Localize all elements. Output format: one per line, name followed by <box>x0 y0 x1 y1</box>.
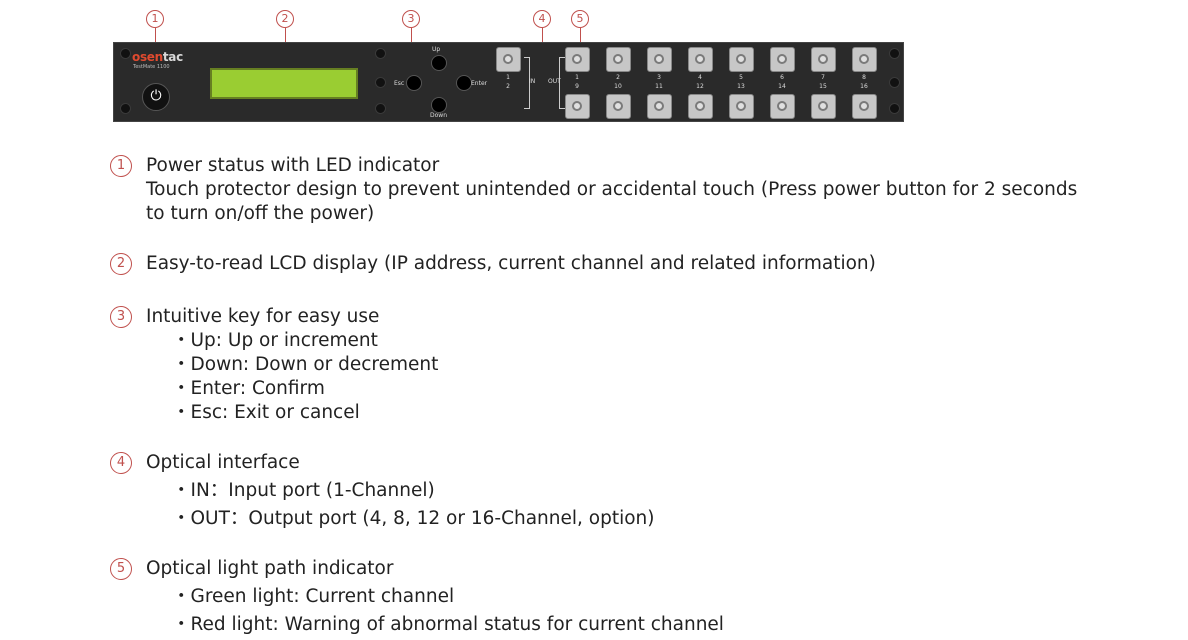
enter-key-label: Enter <box>471 80 488 87</box>
callout-1: 1 <box>146 10 164 28</box>
section-title: Optical interface <box>146 452 300 473</box>
out-port-number: 16 <box>860 83 868 90</box>
in-port[interactable] <box>496 47 521 72</box>
screw-icon <box>120 103 131 114</box>
out-port[interactable] <box>606 47 631 72</box>
screw-icon <box>889 77 900 88</box>
bullet-item: ・Up: Up or increment <box>172 330 378 351</box>
in-port-number: 1 <box>506 74 510 81</box>
in-bracket <box>524 57 530 109</box>
out-port[interactable] <box>565 47 590 72</box>
out-port[interactable] <box>770 94 795 119</box>
screw-icon <box>889 103 900 114</box>
esc-key[interactable] <box>406 75 422 91</box>
out-port[interactable] <box>688 94 713 119</box>
bullet-item: ・OUT：Output port (4, 8, 12 or 16-Channel… <box>172 508 655 529</box>
lcd-display <box>210 68 358 99</box>
section-number: 3 <box>110 306 132 328</box>
screw-icon <box>889 48 900 59</box>
out-port[interactable] <box>729 47 754 72</box>
section-title: Optical light path indicator <box>146 558 394 579</box>
device-front-panel: osentac TestMate 1100 ⏻ Up Esc Enter Dow… <box>113 42 904 122</box>
in-label: IN <box>529 78 536 85</box>
callout-4: 4 <box>533 10 551 28</box>
section-title: Intuitive key for easy use <box>146 306 380 327</box>
down-key[interactable] <box>431 97 447 113</box>
up-key-label: Up <box>432 46 441 53</box>
out-port-number: 15 <box>819 83 827 90</box>
out-port-number: 13 <box>737 83 745 90</box>
out-port-number: 9 <box>575 83 579 90</box>
section-title: Easy-to-read LCD display (IP address, cu… <box>146 253 876 274</box>
screw-icon <box>120 48 131 59</box>
section-number: 2 <box>110 253 132 275</box>
out-port[interactable] <box>811 94 836 119</box>
screw-icon <box>375 48 386 59</box>
brand-logo: osentac <box>132 50 183 64</box>
out-port[interactable] <box>565 94 590 119</box>
out-port-number: 14 <box>778 83 786 90</box>
brand-prefix: osen <box>132 50 163 64</box>
callout-2: 2 <box>276 10 294 28</box>
out-port[interactable] <box>852 47 877 72</box>
out-port-number: 5 <box>739 74 743 81</box>
out-port-number: 12 <box>696 83 704 90</box>
bullet-item: ・Red light: Warning of abnormal status f… <box>172 614 724 635</box>
section-line: Touch protector design to prevent uninte… <box>146 179 1078 200</box>
out-port[interactable] <box>606 94 631 119</box>
out-port-number: 1 <box>575 74 579 81</box>
out-port[interactable] <box>729 94 754 119</box>
out-port-number: 3 <box>657 74 661 81</box>
callout-5: 5 <box>571 10 589 28</box>
power-icon: ⏻ <box>150 88 162 104</box>
esc-key-label: Esc <box>394 80 405 87</box>
bullet-item: ・Down: Down or decrement <box>172 354 439 375</box>
up-key[interactable] <box>431 55 447 71</box>
out-port-number: 6 <box>780 74 784 81</box>
screw-icon <box>375 103 386 114</box>
out-port-number: 4 <box>698 74 702 81</box>
out-bracket <box>559 57 565 109</box>
brand-suffix: tac <box>162 50 183 64</box>
out-port[interactable] <box>647 94 672 119</box>
down-key-label: Down <box>430 112 448 119</box>
section-number: 1 <box>110 155 132 177</box>
bullet-item: ・Green light: Current channel <box>172 586 455 607</box>
out-label: OUT <box>548 78 561 85</box>
out-port[interactable] <box>852 94 877 119</box>
out-port-number: 11 <box>655 83 663 90</box>
screw-icon <box>375 77 386 88</box>
out-port-number: 8 <box>862 74 866 81</box>
section-number: 4 <box>110 452 132 474</box>
out-port[interactable] <box>688 47 713 72</box>
bullet-item: ・IN：Input port (1-Channel) <box>172 480 435 501</box>
out-port-number: 10 <box>614 83 622 90</box>
out-port-number: 2 <box>616 74 620 81</box>
bullet-item: ・Esc: Exit or cancel <box>172 402 360 423</box>
callout-5-leader <box>580 28 581 52</box>
in-port-number: 2 <box>506 83 510 90</box>
section-title: Power status with LED indicator <box>146 155 440 176</box>
out-port[interactable] <box>647 47 672 72</box>
section-line: to turn on/off the power) <box>146 203 375 224</box>
model-label: TestMate 1100 <box>133 64 170 70</box>
out-port[interactable] <box>770 47 795 72</box>
power-button[interactable]: ⏻ <box>142 83 170 111</box>
out-port[interactable] <box>811 47 836 72</box>
bullet-item: ・Enter: Confirm <box>172 378 325 399</box>
section-number: 5 <box>110 558 132 580</box>
callout-3: 3 <box>402 10 420 28</box>
out-port-number: 7 <box>821 74 825 81</box>
enter-key[interactable] <box>456 75 472 91</box>
